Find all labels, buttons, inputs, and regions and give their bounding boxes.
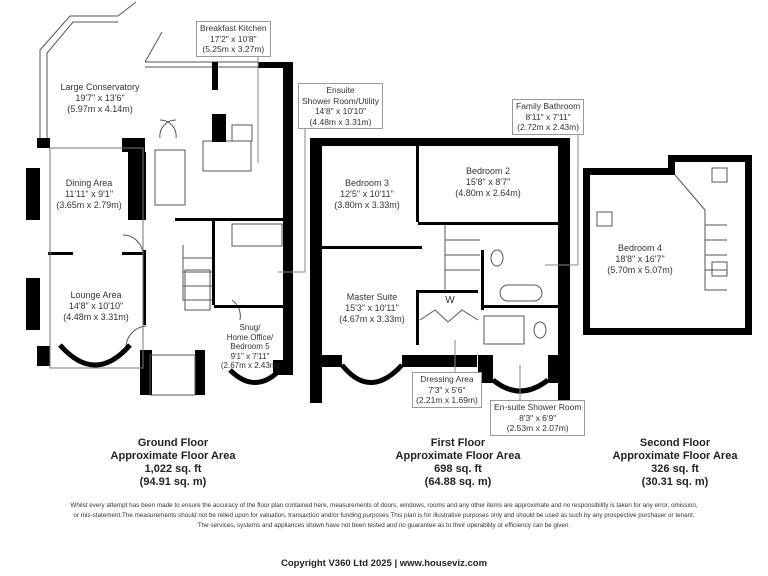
room-name: Ensuite xyxy=(326,85,355,95)
floor-area-sqm: (64.88 sq. m) xyxy=(424,476,492,488)
room-size-metric: (5.97m x 4.14m) xyxy=(67,104,133,114)
floor-title: Second Floor xyxy=(639,437,711,449)
room-size-metric: (2.72m x 2.43m) xyxy=(517,122,580,132)
room-size-metric: (4.48m x 3.31m) xyxy=(309,116,372,127)
floor-area-sqft: 698 sq. ft xyxy=(434,463,482,475)
label-leader-lines xyxy=(257,52,579,400)
floor-area-sqft: 1,022 sq. ft xyxy=(144,463,202,475)
snug-label: Snug/ Home Office/ Bedroom 5 9'1" x 7'11… xyxy=(221,323,279,371)
room-size-imperial: 12'5" x 10'11" xyxy=(340,189,394,199)
floor-title: First Floor xyxy=(430,437,486,449)
room-size-imperial: 19'7" x 13'6" xyxy=(75,93,125,103)
dressing-area-label: Dressing Area 7'3" x 5'6" (2.21m x 1.69m… xyxy=(412,372,482,408)
room-name: Family Bathroom xyxy=(516,101,581,111)
en-suite-shower-room-label: En-suite Shower Room 8'3" x 6'9" (2.53m … xyxy=(490,400,586,436)
room-size-metric: (3.80m x 3.33m) xyxy=(334,200,400,210)
room-name: Lounge Area xyxy=(70,290,122,300)
floor-title: Ground Floor xyxy=(137,437,209,449)
floor-area-sqm: (94.91 sq. m) xyxy=(139,476,207,488)
room-size-imperial: 14'8" x 10'10" xyxy=(314,106,367,116)
room-name: Bedroom 5 xyxy=(230,342,270,351)
room-size-metric: (4.67m x 3.33m) xyxy=(339,314,405,324)
ground-floor-walls xyxy=(26,62,293,395)
room-size-imperial: 15'3" x 10'11" xyxy=(345,303,399,313)
room-size-metric: (4.48m x 3.31m) xyxy=(63,312,129,322)
ground-floor-inner xyxy=(49,147,212,396)
disclaimer-line: Whilst every attempt has been made to en… xyxy=(70,502,698,509)
room-size-imperial: 11'11" x 9'1" xyxy=(64,189,114,199)
room-size-metric: (2.67m x 2.43m) xyxy=(220,361,280,370)
room-size-metric: (2.21m x 1.69m) xyxy=(416,395,478,405)
room-name: Snug/ xyxy=(239,323,261,332)
wardrobe-label: W xyxy=(445,295,455,306)
room-size-imperial: 14'8" x 10'10" xyxy=(68,301,124,311)
room-name: Shower Room/Utility xyxy=(302,95,379,106)
bedroom-3-label: Bedroom 3 12'5" x 10'11" (3.80m x 3.33m) xyxy=(334,178,400,211)
ensuite-utility-label: Ensuite Shower Room/Utility 14'8" x 10'1… xyxy=(298,83,383,129)
room-size-metric: (5.25m x 3.27m) xyxy=(202,44,265,54)
room-name: Master Suite xyxy=(346,292,398,302)
bedroom-4-label: Bedroom 4 18'8" x 16'7" (5.70m x 5.07m) xyxy=(607,243,673,276)
floor-area-label: Approximate Floor Area xyxy=(612,450,738,462)
floor-area-sqm: (30.31 sq. m) xyxy=(641,476,709,488)
disclaimer: Whilst every attempt has been made to en… xyxy=(0,501,768,531)
room-size-metric: (4.80m x 2.64m) xyxy=(455,188,521,198)
room-name: Dressing Area xyxy=(420,374,474,384)
room-name: Bedroom 4 xyxy=(617,243,663,253)
room-size-imperial: 17'2" x 10'8" xyxy=(210,33,257,44)
disclaimer-line: The services, systems and appliances sho… xyxy=(197,522,571,529)
second-floor-area-caption: Second Floor Approximate Floor Area 326 … xyxy=(613,437,738,489)
second-floor-fixtures xyxy=(596,167,728,291)
conservatory-label: Large Conservatory 19'7" x 13'6" (5.97m … xyxy=(60,82,139,115)
disclaimer-line: or mis-statement.The measurements should… xyxy=(73,512,695,519)
first-floor-area-caption: First Floor Approximate Floor Area 698 s… xyxy=(396,437,521,489)
bedroom-2-label: Bedroom 2 15'8" x 8'7" (4.80m x 2.64m) xyxy=(455,166,521,199)
family-bathroom-label: Family Bathroom 8'11" x 7'11" (2.72m x 2… xyxy=(512,99,585,135)
room-size-metric: (2.53m x 2.07m) xyxy=(506,423,569,433)
room-name: Home Office/ xyxy=(226,332,274,342)
room-size-imperial: 9'1" x 7'11" xyxy=(230,351,270,361)
room-size-imperial: 7'3" x 5'6" xyxy=(428,384,466,395)
room-size-imperial: 8'3" x 6'9" xyxy=(519,412,557,423)
ground-floor-area-caption: Ground Floor Approximate Floor Area 1,02… xyxy=(111,437,236,489)
room-name: Bedroom 2 xyxy=(465,166,511,176)
room-name: Large Conservatory xyxy=(60,82,140,92)
conservatory-door xyxy=(117,1,163,63)
floor-area-sqft: 326 sq. ft xyxy=(651,463,699,475)
room-name: Bedroom 3 xyxy=(344,178,390,188)
room-size-metric: (5.70m x 5.07m) xyxy=(607,265,673,275)
lounge-area-label: Lounge Area 14'8" x 10'10" (4.48m x 3.31… xyxy=(63,290,129,323)
floor-area-label: Approximate Floor Area xyxy=(395,450,521,462)
room-size-imperial: 18'8" x 16'7" xyxy=(615,254,665,264)
dining-area-label: Dining Area 11'11" x 9'1" (3.65m x 2.79m… xyxy=(56,178,122,211)
breakfast-kitchen-label: Breakfast Kitchen 17'2" x 10'8" (5.25m x… xyxy=(196,21,271,57)
room-name: Breakfast Kitchen xyxy=(200,23,267,33)
second-floor-walls xyxy=(583,155,752,335)
room-name: Dining Area xyxy=(65,178,113,188)
room-size-imperial: 15'8" x 8'7" xyxy=(465,177,511,187)
floor-area-label: Approximate Floor Area xyxy=(110,450,236,462)
copyright: Copyright V360 Ltd 2025 | www.houseviz.c… xyxy=(280,558,488,569)
conservatory-glazing xyxy=(39,15,118,138)
room-size-imperial: 8'11" x 7'11" xyxy=(525,111,571,122)
master-suite-label: Master Suite 15'3" x 10'11" (4.67m x 3.3… xyxy=(339,292,405,325)
room-size-metric: (3.65m x 2.79m) xyxy=(56,200,122,210)
ground-floor-plan xyxy=(39,1,283,385)
room-name: En-suite Shower Room xyxy=(494,402,582,412)
first-floor-walls xyxy=(310,138,570,403)
conservatory-front xyxy=(145,61,259,68)
